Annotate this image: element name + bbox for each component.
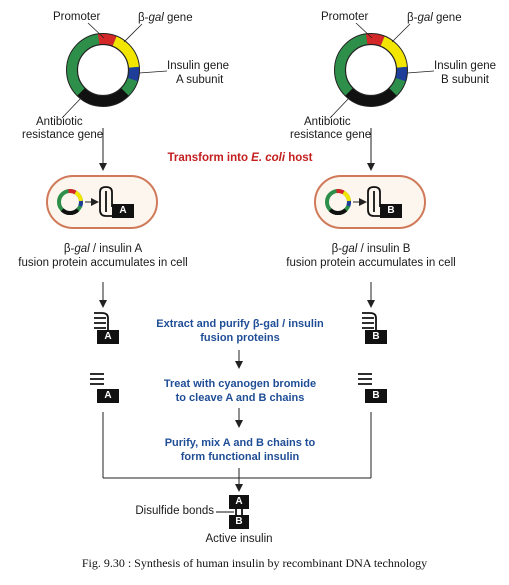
step-extract-line1: Extract and purify β-gal / insulin: [156, 318, 324, 330]
label-promoter-a: Promoter: [53, 11, 101, 23]
cell-b-chain-block: [380, 204, 402, 218]
active-insulin-chain-b: B: [235, 516, 243, 527]
cell-b-chain-label: B: [387, 205, 395, 216]
cleaved-chain-a-label: A: [104, 390, 112, 401]
label-antibiotic-a-2: resistance gene: [22, 129, 104, 141]
label-insulin-gene-b: Insulin gene: [434, 60, 497, 72]
plasmid-b-promoter: [365, 33, 385, 47]
plasmid-b-beta-gal: [380, 36, 408, 69]
label-subunit-a: A subunit: [176, 74, 224, 86]
label-fusion-a-line1: β-gal / insulin A: [63, 243, 143, 255]
label-fusion-a-line2: fusion protein accumulates in cell: [18, 257, 188, 269]
cell-a-chain-block: [112, 204, 134, 218]
step-purify-line1: Purify, mix A and B chains to: [164, 437, 316, 449]
label-active-insulin: Active insulin: [205, 533, 273, 545]
cell-a-chain-label: A: [119, 205, 127, 216]
fusion-protein-a-extract: [94, 312, 119, 344]
cleaved-chain-b-label: B: [372, 390, 380, 401]
label-beta-gal-gene-b: β-gal gene: [407, 12, 462, 24]
active-insulin-chain-a: A: [235, 496, 243, 507]
cell-a: [46, 175, 158, 229]
plasmid-a: [66, 33, 140, 107]
step-extract-line2: fusion proteins: [200, 332, 280, 344]
label-insulin-gene-a: Insulin gene: [167, 60, 230, 72]
plasmid-b: [334, 33, 408, 107]
plasmid-a-antibiotic: [77, 87, 129, 107]
label-fusion-b-line1: β-gal / insulin B: [331, 243, 411, 255]
figure-caption: Fig. 9.30 : Synthesis of human insulin b…: [81, 556, 428, 570]
plasmid-b-antibiotic: [345, 87, 397, 107]
label-subunit-b: B subunit: [441, 74, 489, 86]
extract-chain-a-label: A: [104, 331, 112, 342]
plasmid-a-beta-gal: [112, 36, 140, 69]
chain-a-cleaved: [90, 373, 119, 403]
step-treat-line1: Treat with cyanogen bromide: [163, 378, 317, 390]
label-fusion-b-line2: fusion protein accumulates in cell: [286, 257, 456, 269]
label-beta-gal-gene-a: β-gal gene: [138, 12, 193, 24]
fusion-protein-b-extract: [362, 312, 387, 344]
label-promoter-b: Promoter: [321, 11, 369, 23]
step-treat-line2: to cleave A and B chains: [175, 392, 305, 404]
label-disulfide-bonds: Disulfide bonds: [135, 505, 214, 517]
plasmid-b-insulin-gene: [395, 66, 408, 82]
active-insulin-molecule: [216, 495, 249, 529]
label-antibiotic-a-1: Antibiotic: [36, 116, 83, 128]
leader-lines: [61, 22, 435, 119]
chain-b-cleaved: [358, 373, 387, 403]
transform-step-label: Transform into E. coli host: [167, 152, 313, 164]
label-antibiotic-b-2: resistance gene: [290, 129, 372, 141]
extract-chain-b-label: B: [372, 331, 380, 342]
plasmid-a-insulin-gene: [127, 66, 140, 82]
label-antibiotic-b-1: Antibiotic: [304, 116, 351, 128]
plasmid-a-promoter: [97, 33, 117, 47]
step-purify-line2: form functional insulin: [180, 451, 300, 463]
merge-lines: [102, 412, 372, 479]
cell-b: [314, 175, 426, 229]
